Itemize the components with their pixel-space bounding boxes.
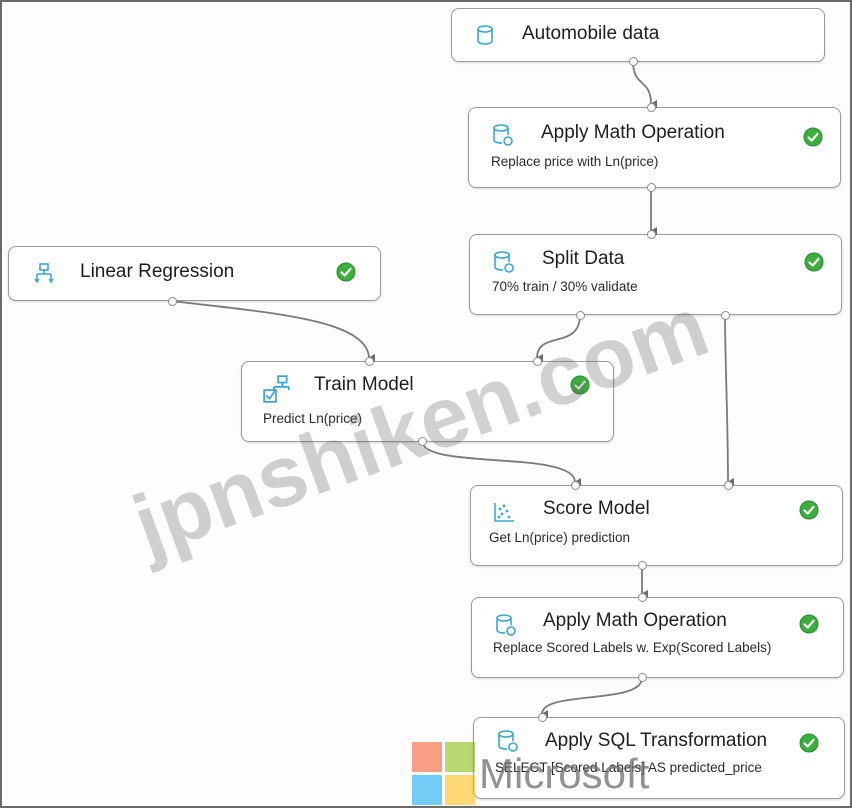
output-port[interactable] [720, 310, 730, 320]
check-icon [799, 500, 819, 520]
node-title: Apply Math Operation [541, 122, 725, 143]
node-subtitle: Replace Scored Labels w. Exp(Scored Labe… [493, 640, 772, 655]
node-subtitle: Predict Ln(price) [263, 411, 363, 426]
output-port[interactable] [646, 182, 656, 192]
input-port[interactable] [646, 229, 656, 239]
train-icon [263, 375, 290, 403]
node-title: Train Model [314, 374, 414, 395]
input-port[interactable] [364, 356, 374, 366]
output-port[interactable] [637, 560, 647, 570]
dataset-icon [477, 25, 493, 45]
transform-icon [494, 251, 514, 273]
check-icon [804, 252, 824, 272]
check-icon [799, 614, 819, 634]
input-port[interactable] [570, 480, 580, 490]
output-port[interactable] [167, 296, 177, 306]
input-port[interactable] [646, 102, 656, 112]
output-port[interactable] [637, 672, 647, 682]
transform-icon [498, 730, 518, 752]
check-icon [570, 375, 590, 395]
node-apply-math-operation-1[interactable]: Apply Math Operation Replace price with … [468, 107, 841, 188]
microsoft-logo-text: Microsoft [479, 750, 650, 797]
node-subtitle: Replace price with Ln(price) [491, 154, 659, 169]
input-port[interactable] [723, 480, 733, 490]
node-split-data[interactable]: Split Data 70% train / 30% validate [469, 234, 842, 315]
check-icon [336, 262, 356, 282]
node-linear-regression[interactable]: Linear Regression [8, 246, 381, 301]
node-automobile-data[interactable]: Automobile data [451, 8, 825, 62]
node-title: Score Model [543, 498, 650, 519]
score-icon [494, 503, 514, 522]
transform-icon [496, 614, 516, 636]
node-title: Apply Math Operation [543, 610, 727, 631]
node-subtitle: SELECT [Scored Labels] AS predicted_pric… [495, 760, 762, 775]
node-apply-math-operation-2[interactable]: Apply Math Operation Replace Scored Labe… [471, 597, 844, 678]
input-port[interactable] [637, 592, 647, 602]
microsoft-logo-icon [412, 742, 476, 806]
check-icon [799, 733, 819, 753]
regression-icon [34, 263, 54, 284]
node-title: Linear Regression [80, 261, 235, 282]
node-subtitle: Get Ln(price) prediction [489, 530, 631, 545]
node-title: Split Data [542, 248, 625, 269]
node-title: Apply SQL Transformation [545, 730, 768, 751]
node-apply-sql-transformation[interactable]: Apply SQL Transformation SELECT [Scored … [473, 717, 845, 799]
node-subtitle: 70% train / 30% validate [492, 279, 638, 294]
input-port[interactable] [537, 712, 547, 722]
output-port[interactable] [628, 56, 638, 66]
node-title: Automobile data [522, 23, 660, 44]
transform-icon [493, 124, 513, 146]
check-icon [803, 127, 823, 147]
node-score-model[interactable]: Score Model Get Ln(price) prediction [470, 485, 843, 566]
